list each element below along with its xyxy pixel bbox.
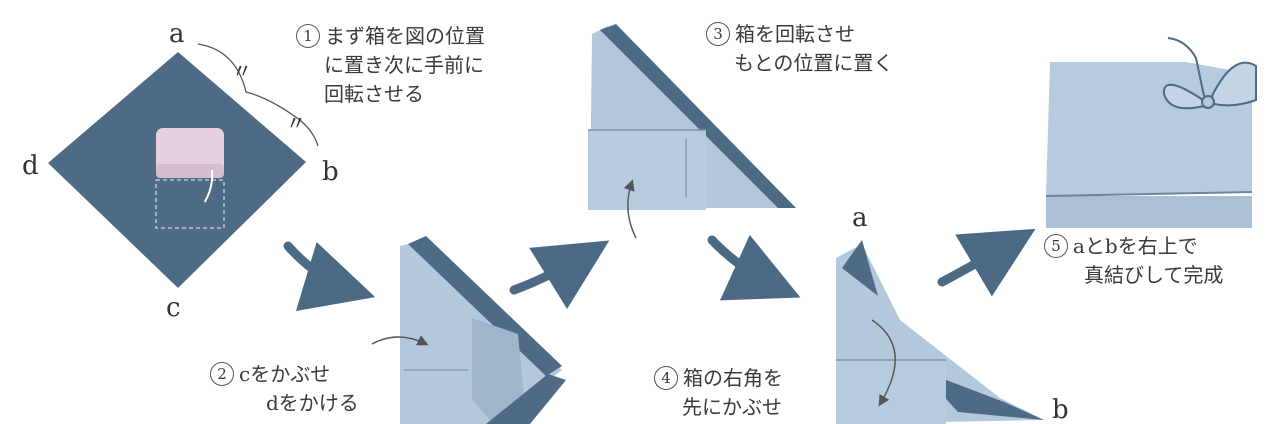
fold-arrow-2 <box>371 335 429 346</box>
package-front <box>1046 196 1252 228</box>
step1-line3: 回転させる <box>324 82 424 106</box>
step5-figure <box>1045 37 1257 228</box>
step3-figure <box>588 24 796 239</box>
box-front-3 <box>588 130 706 210</box>
cloth-fold-dark-3 <box>600 24 796 208</box>
corner-label-b: b <box>322 157 339 187</box>
package-edge <box>1045 191 1253 197</box>
step5-line1: aとbを右上で <box>1073 234 1198 258</box>
corner-label-a: a <box>169 19 185 49</box>
cloth-fold-dark-2 <box>408 236 562 376</box>
corner-label-d: d <box>22 151 39 181</box>
ditto-mark-2: 〃 <box>286 111 306 135</box>
flow-arrow-1-2 <box>283 241 376 311</box>
corner-label-b-4: b <box>1052 395 1069 424</box>
cloth-corner-d-2 <box>486 374 566 424</box>
rotate-arrow-small <box>195 169 214 216</box>
step1-line2: に置き次に手前に <box>324 53 484 77</box>
knot-loop-left <box>1162 83 1208 110</box>
corner-label-a-4: a <box>852 203 868 233</box>
fold-arrow-3 <box>623 179 637 239</box>
step3-line1: 箱を回転させ <box>735 22 855 46</box>
cloth-corner-c-2 <box>472 318 524 422</box>
step4-line1: 箱の右角を <box>683 366 783 390</box>
step-number-2: 2 <box>210 362 234 386</box>
step4-figure: a b <box>836 203 1069 424</box>
step-number-3: 3 <box>706 22 730 46</box>
step-number-5: 5 <box>1044 234 1068 258</box>
knot-loop-right <box>1210 61 1257 107</box>
cloth-corner-b-4 <box>920 370 1044 420</box>
step-number-4: 4 <box>654 366 678 390</box>
step2-line1: cをかぶせ <box>239 362 331 386</box>
step2-line2: dをかける <box>266 391 359 415</box>
knot-center <box>1201 95 1215 109</box>
ditto-mark-1: 〃 <box>232 59 252 83</box>
step4-line2: 先にかぶせ <box>682 395 782 419</box>
step2-figure <box>371 236 566 424</box>
edge-bracket-a-b <box>197 43 319 147</box>
fold-arrow-4 <box>871 319 896 407</box>
flow-arrow-2-3 <box>509 240 610 310</box>
flow-arrow-3-4 <box>707 234 801 301</box>
box-on-cloth-edge <box>156 164 224 178</box>
step5-line2: 真結びして完成 <box>1084 263 1224 287</box>
cloth-corner-a-4 <box>842 240 878 296</box>
box-front-4 <box>836 360 946 424</box>
step1-line1: まず箱を図の位置 <box>325 24 485 48</box>
step1-figure: 〃 〃 a b c d <box>22 19 339 323</box>
corner-label-c: c <box>166 293 181 323</box>
step3-line2: もとの位置に置く <box>734 51 894 75</box>
package-top <box>1046 62 1252 196</box>
flow-arrow-4-5 <box>937 228 1036 297</box>
knot-tail <box>1167 37 1205 97</box>
step-number-1: 1 <box>296 24 320 48</box>
box-target-dashed <box>155 179 225 229</box>
